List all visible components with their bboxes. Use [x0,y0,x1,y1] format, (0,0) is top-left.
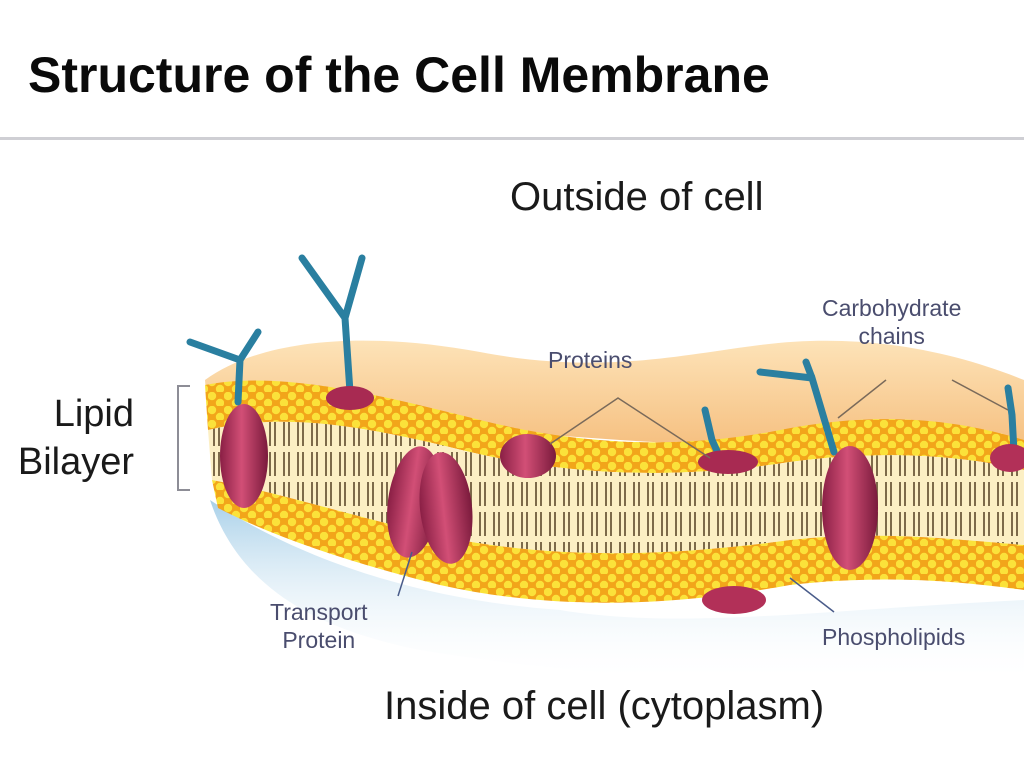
diagram-title: Structure of the Cell Membrane [28,47,770,103]
lipid-bilayer-label: Lipid Bilayer [0,390,134,486]
proteins-label: Proteins [548,347,633,373]
lipid-bilayer-label-line1: Lipid [53,393,134,435]
inside-of-cell-label: Inside of cell (cytoplasm) [384,684,825,728]
carbohydrate-leader-1 [837,379,887,419]
phospholipids-leader [789,577,835,613]
integral-protein-right [822,446,878,570]
lipid-bilayer-label-line2: Bilayer [17,441,134,483]
title-divider [0,137,1024,140]
transport-protein-label-line1: Transport [270,599,368,625]
proteins-leader [549,397,711,459]
carbohydrate-chain-1 [186,328,262,406]
transport-protein [387,446,473,564]
outside-of-cell-label: Outside of cell [510,175,764,219]
proteins [220,386,1024,614]
phospholipids-label: Phospholipids [822,624,966,650]
transport-protein-label-line2: Protein [282,627,356,653]
transport-leader [397,551,413,597]
peripheral-protein-top [326,386,374,410]
protein-edge [990,444,1024,472]
lipid-bilayer-bracket [177,385,190,491]
carbohydrate-leader-2 [951,379,1009,411]
integral-protein-left [220,404,268,508]
carbohydrate-chains-label: Carbohydrate chains [822,294,961,350]
carbohydrate-chain-5 [1004,384,1018,456]
globular-protein [500,434,556,478]
upper-phospholipid-heads [205,380,1024,473]
carbohydrate-chain-2 [298,254,366,396]
cytoplasm-shadow [210,500,1024,684]
carbohydrate-chain-4 [756,358,838,456]
carbohydrate-chains-label-line2: chains [858,323,925,349]
leader-lines [397,379,1009,613]
peripheral-protein-bottom [702,586,766,614]
lower-phospholipid-heads [212,480,1024,603]
carbohydrate-chains [186,254,1018,466]
peripheral-protein-mid [698,450,758,474]
transport-protein-label: Transport Protein [270,598,368,654]
carbohydrate-chains-label-line1: Carbohydrate [822,295,962,321]
